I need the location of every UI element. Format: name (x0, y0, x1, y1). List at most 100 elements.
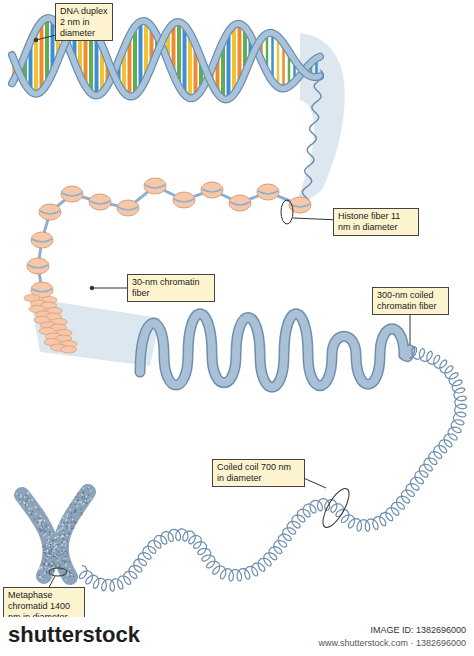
chromatid-texture (66, 545, 68, 547)
chromatid-texture (48, 564, 50, 566)
chromatid-texture (43, 550, 45, 552)
chromatid-texture (57, 549, 59, 551)
chromatid-texture (74, 511, 76, 513)
chromatid-texture (49, 531, 51, 533)
chromatid-texture (24, 502, 26, 504)
chromatid-texture (52, 570, 54, 572)
chromatid-texture (73, 521, 75, 523)
chromatid-texture (28, 508, 30, 510)
chromatid-texture (39, 576, 41, 578)
chromatid-texture (64, 541, 66, 543)
chromatid-texture (69, 532, 71, 534)
chromatid-texture (65, 565, 67, 567)
chromatid-texture (46, 525, 48, 527)
chromatid-texture (25, 504, 27, 506)
chromatid-texture (53, 540, 55, 542)
chromatid-texture (23, 505, 25, 507)
leader-dot (90, 286, 94, 290)
chromatid-texture (52, 561, 54, 563)
chromatid-texture (88, 494, 90, 496)
chromatid-texture (88, 487, 90, 489)
chromatid-texture (48, 540, 50, 542)
chromatid-texture (46, 563, 48, 565)
chromatid-texture (25, 500, 27, 502)
chromatid-texture (44, 572, 46, 574)
tube-edge (140, 314, 410, 388)
chromatid-texture (65, 545, 67, 547)
chromatid-texture (75, 522, 77, 524)
chromatid-texture (38, 508, 40, 510)
chromatid-texture (56, 558, 58, 560)
dna-wrap (28, 265, 48, 268)
guide-path (80, 352, 461, 585)
dna-wrap (118, 207, 138, 210)
chromatid-texture (70, 522, 72, 524)
chromatid-texture (24, 505, 26, 507)
box-label: Histone fiber 11 nm in diameter (338, 211, 414, 233)
chromatid-texture (43, 567, 45, 569)
chromatid-texture (87, 499, 89, 501)
chromatid-texture (39, 529, 41, 531)
chromatid-texture (20, 496, 22, 498)
chromatid-texture (55, 537, 57, 539)
arm-guide (22, 495, 51, 576)
chromatid-texture (60, 537, 62, 539)
chromatid-texture (83, 487, 85, 489)
chromatid-texture (38, 517, 40, 519)
chromatid-texture (53, 550, 55, 552)
chromatid-texture (63, 532, 65, 534)
chromatid-texture (66, 553, 68, 555)
chromatid-texture (61, 545, 63, 547)
chromatid-texture (50, 542, 52, 544)
chromatid-texture (54, 543, 56, 545)
chromatid-texture (31, 508, 33, 510)
chromatid-texture (65, 579, 67, 581)
chromatid-texture (39, 522, 41, 524)
chromatid-texture (81, 502, 83, 504)
chromatid-texture (39, 576, 41, 578)
chromatid-texture (47, 551, 49, 553)
chromatid-texture (32, 511, 34, 513)
chromatid-texture (67, 514, 69, 516)
chromatid-texture (66, 515, 68, 517)
chromatid-texture (68, 561, 70, 563)
chromatid-texture (80, 501, 82, 503)
chromatid-arm (61, 492, 88, 577)
chromatid-texture (42, 526, 44, 528)
watermark-text: IMAGE ID: 1382696000 (370, 625, 466, 635)
chromatid-texture (77, 500, 79, 502)
box-label: 300-nm coiled chromatin fiber (377, 290, 444, 312)
chromatid-texture (47, 556, 49, 558)
nucleosome (173, 192, 195, 208)
base-pair (277, 37, 280, 87)
chromatid-texture (61, 551, 63, 553)
chromatid-texture (40, 530, 42, 532)
chromatid-texture (63, 541, 65, 543)
base-pair (183, 25, 187, 94)
chromatid-texture (56, 546, 58, 548)
chromatid-texture (46, 572, 48, 574)
chromatid-texture (63, 524, 65, 526)
chromatid-texture (35, 513, 37, 515)
chromatid-texture (66, 519, 68, 521)
chromatid-texture (62, 559, 64, 561)
nucleosome (39, 204, 61, 220)
chromatid-texture (63, 530, 65, 532)
chromatid-texture (70, 572, 72, 574)
chromatid-texture (90, 490, 92, 492)
chromatid-texture (57, 536, 59, 538)
chromatid-texture (59, 564, 61, 566)
chromatid-texture (45, 530, 47, 532)
coiled-fiber (140, 314, 410, 388)
chromatid-texture (54, 554, 56, 556)
nucleosome (61, 346, 77, 353)
chromatid-texture (65, 551, 67, 553)
chromatid-texture (42, 563, 44, 565)
chromatid-texture (65, 561, 67, 563)
chromatid-texture (50, 550, 52, 552)
nucleosome (27, 258, 49, 274)
chromatid-texture (37, 522, 39, 524)
chromatid-texture (46, 558, 48, 560)
chromatid-texture (61, 546, 63, 548)
